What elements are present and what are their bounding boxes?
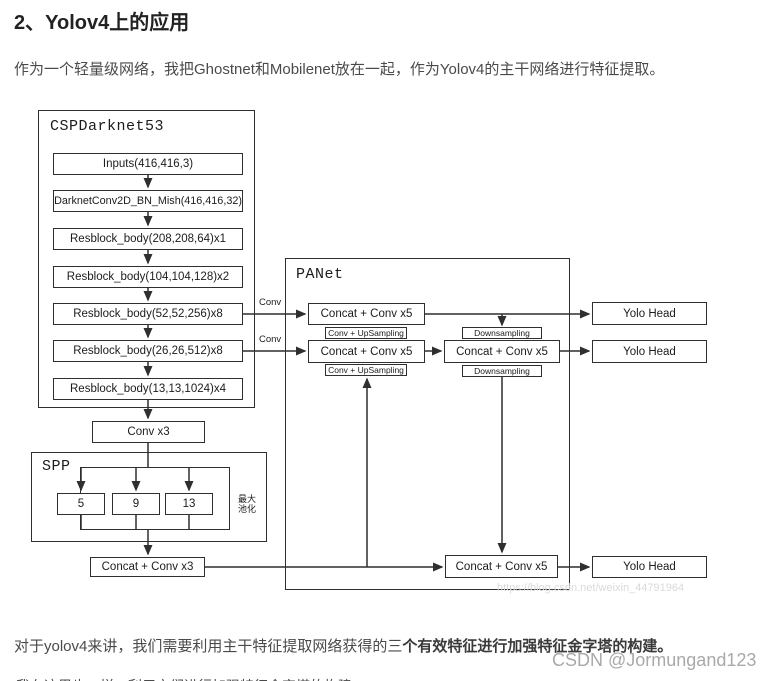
diagram-watermark: https://blog.csdn.net/weixin_44791964 xyxy=(497,582,685,594)
backbone-block-resblock2: Resblock_body(104,104,128)x2 xyxy=(53,266,243,288)
backbone-label: CSPDarknet53 xyxy=(50,118,165,135)
spp-label: SPP xyxy=(42,458,71,475)
conv-upsampling-row1: Conv + UpSampling xyxy=(325,327,407,339)
backbone-block-conv-mish: DarknetConv2D_BN_Mish(416,416,32) xyxy=(53,190,243,212)
section-heading: 2、Yolov4上的应用 xyxy=(14,12,190,34)
backbone-block-resblock1: Resblock_body(208,208,64)x1 xyxy=(53,228,243,250)
paragraph-conclusion-bold: 个有效特征进行加强特征金字塔的构建。 xyxy=(402,638,673,655)
yolo-head-3: Yolo Head xyxy=(592,556,707,578)
panet-label: PANet xyxy=(296,266,344,283)
paragraph-intro: 作为一个轻量级网络，我把Ghostnet和Mobilenet放在一起，作为Yol… xyxy=(14,61,665,78)
panet-concat-conv-x5-bottom: Concat + Conv x5 xyxy=(445,555,558,578)
backbone-block-resblock4: Resblock_body(26,26,512)x8 xyxy=(53,340,243,362)
spp-pool-9: 9 xyxy=(112,493,160,515)
backbone-block-resblock3: Resblock_body(52,52,256)x8 xyxy=(53,303,243,325)
panet-concat-conv-x5-right: Concat + Conv x5 xyxy=(444,340,560,363)
yolo-head-2: Yolo Head xyxy=(592,340,707,363)
page-watermark: CSDN @Jormungand123 xyxy=(552,650,757,670)
paragraph-conclusion-normal: 对于yolov4来讲，我们需要利用主干特征提取网络获得的三 xyxy=(14,638,403,655)
spp-group-box xyxy=(31,452,267,542)
panet-group-box xyxy=(285,258,570,590)
paragraph-conclusion: 对于yolov4来讲，我们需要利用主干特征提取网络获得的三个有效特征进行加强特征… xyxy=(14,635,672,656)
concat-conv-x3-box: Concat + Conv x3 xyxy=(90,557,205,577)
maxpool-note: 最大池化 xyxy=(238,494,257,514)
spp-pool-5: 5 xyxy=(57,493,105,515)
conv-upsampling-row2: Conv + UpSampling xyxy=(325,364,407,376)
downsampling-upper: Downsampling xyxy=(462,327,542,339)
backbone-group-box xyxy=(38,110,255,408)
conv-x3-box: Conv x3 xyxy=(92,421,205,443)
panet-concat-conv-x5-row2: Concat + Conv x5 xyxy=(308,340,425,363)
backbone-block-resblock5: Resblock_body(13,13,1024)x4 xyxy=(53,378,243,400)
backbone-block-inputs: Inputs(416,416,3) xyxy=(53,153,243,175)
conv-edge-label-1: Conv xyxy=(259,297,282,308)
yolo-head-1: Yolo Head xyxy=(592,302,707,325)
panet-concat-conv-x5-row1: Concat + Conv x5 xyxy=(308,303,425,325)
spp-pool-13: 13 xyxy=(165,493,213,515)
truncated-next-paragraph: 我在这里也一样，利用它们进行加强特征金字塔的构建。 xyxy=(16,676,366,681)
downsampling-lower: Downsampling xyxy=(462,365,542,377)
conv-edge-label-2: Conv xyxy=(259,334,282,345)
